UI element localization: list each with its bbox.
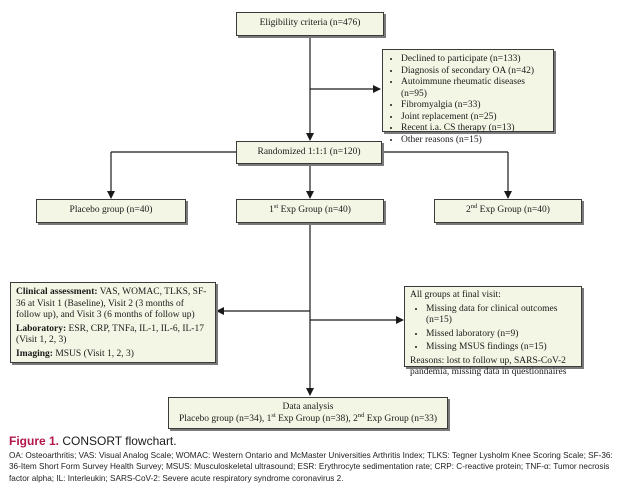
assessment-box: Clinical assessment: VAS, WOMAC, TLKS, S… (10, 282, 216, 363)
laboratory-text: Laboratory: ESR, CRP, TNFa, IL-1, IL-6, … (16, 324, 210, 347)
exclusion-item: Diagnosis of secondary OA (n=42) (401, 66, 549, 78)
figure-footnote: OA: Osteoarthritis; VAS: Visual Analog S… (9, 451, 613, 483)
clinical-detail: VAS, WOMAC, TLKS, SF-36 at Visit 1 (Base… (16, 287, 207, 320)
placebo-group-text: Placebo group (n=40) (69, 205, 153, 216)
laboratory-label: Laboratory: (16, 323, 67, 334)
final-visit-item: Missing MSUS findings (n=15) (426, 342, 577, 354)
final-visit-item: Missing data for clinical outcomes (n=15… (426, 304, 577, 327)
clinical-label: Clinical assessment: (16, 287, 98, 297)
imaging-label: Imaging: (16, 348, 53, 359)
data-analysis-box: Data analysis Placebo group (n=34), 1st … (168, 397, 448, 429)
exp1-group-box: 1st Exp Group (n=40) (236, 199, 384, 223)
exclusion-item: Autoimmune rheumatic diseases (n=95) (401, 77, 549, 100)
final-visit-title: All groups at final visit: (410, 290, 501, 300)
final-visit-item: Missed laboratory (n=9) (426, 329, 577, 341)
exclusion-item: Fibromyalgia (n=33) (401, 100, 549, 112)
data-analysis-title: Data analysis (282, 402, 334, 412)
exp2-group-text: 2nd Exp Group (n=40) (466, 203, 550, 216)
final-visit-list: Missing data for clinical outcomes (n=15… (410, 304, 577, 354)
laboratory-detail: ESR, CRP, TNFa, IL-1, IL-6, IL-17 (Visit… (16, 323, 204, 346)
exclusion-item: Declined to participate (n=133) (401, 54, 549, 66)
imaging-text: Imaging: MSUS (Visit 1, 2, 3) (16, 349, 210, 361)
randomized-box: Randomized 1:1:1 (n=120) (236, 141, 382, 164)
placebo-group-box: Placebo group (n=40) (36, 199, 186, 223)
exclusions-box: Declined to participate (n=133) Diagnosi… (382, 49, 554, 145)
exclusions-list: Declined to participate (n=133) Diagnosi… (387, 54, 549, 146)
exclusion-item: Recent i.a. CS therapy (n=13) (401, 123, 549, 135)
final-visit-reasons: Reasons: lost to follow up, SARS-CoV-2 p… (410, 355, 567, 378)
eligibility-text: Eligibility criteria (n=476) (259, 18, 361, 29)
randomized-text: Randomized 1:1:1 (n=120) (257, 146, 361, 157)
imaging-detail: MSUS (Visit 1, 2, 3) (52, 348, 134, 359)
figure-label: Figure 1. (9, 434, 60, 448)
data-analysis-groups: Placebo group (n=34), 1st Exp Group (n=3… (178, 411, 438, 424)
final-visit-box: All groups at final visit: Missing data … (404, 286, 582, 377)
exclusion-item: Joint replacement (n=25) (401, 112, 549, 124)
figure-title: CONSORT flowchart. (59, 434, 177, 448)
eligibility-box: Eligibility criteria (n=476) (236, 12, 384, 36)
figure-caption: Figure 1. CONSORT flowchart. (9, 434, 177, 448)
clinical-assessment-text: Clinical assessment: VAS, WOMAC, TLKS, S… (16, 287, 210, 322)
exclusion-item: Other reasons (n=15) (401, 135, 549, 147)
exp2-group-box: 2nd Exp Group (n=40) (434, 199, 582, 223)
exp1-group-text: 1st Exp Group (n=40) (269, 203, 351, 216)
